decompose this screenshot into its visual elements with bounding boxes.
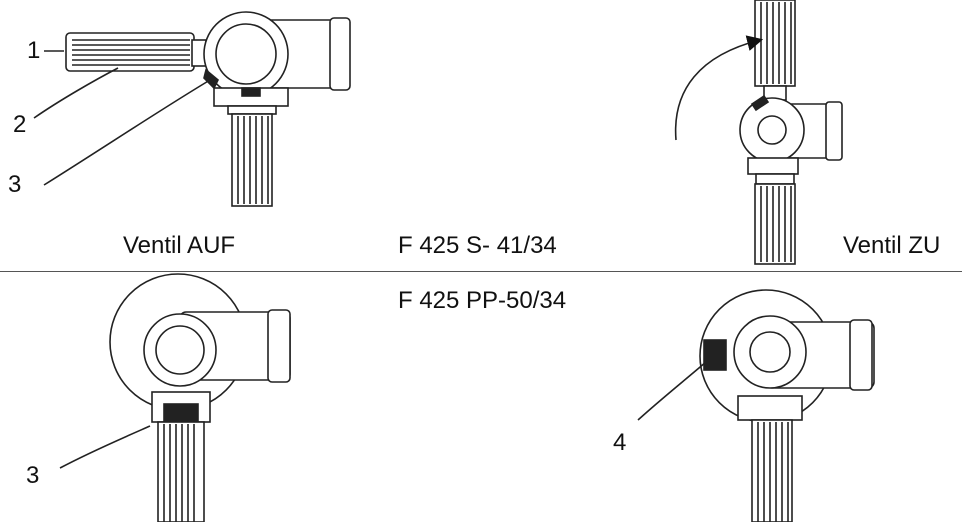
callout-2: 2 <box>13 111 27 138</box>
label-model-bottom: F 425 PP-50/34 <box>398 287 567 314</box>
callout-3-bottom: 3 <box>26 462 40 489</box>
section-divider <box>0 271 962 272</box>
callout-4: 4 <box>613 429 627 456</box>
label-model-top: F 425 S- 41/34 <box>398 232 557 259</box>
callout-3-top: 3 <box>8 171 22 198</box>
valve-open-drawing <box>65 11 351 207</box>
callout-1: 1 <box>27 37 41 64</box>
label-valve-open: Ventil AUF <box>123 232 236 259</box>
valve-large-right-drawing <box>699 289 875 522</box>
valve-large-left-drawing <box>109 273 291 522</box>
label-valve-closed: Ventil ZU <box>843 232 941 259</box>
valve-closed-drawing <box>739 0 843 265</box>
rotation-arrow <box>674 35 764 141</box>
